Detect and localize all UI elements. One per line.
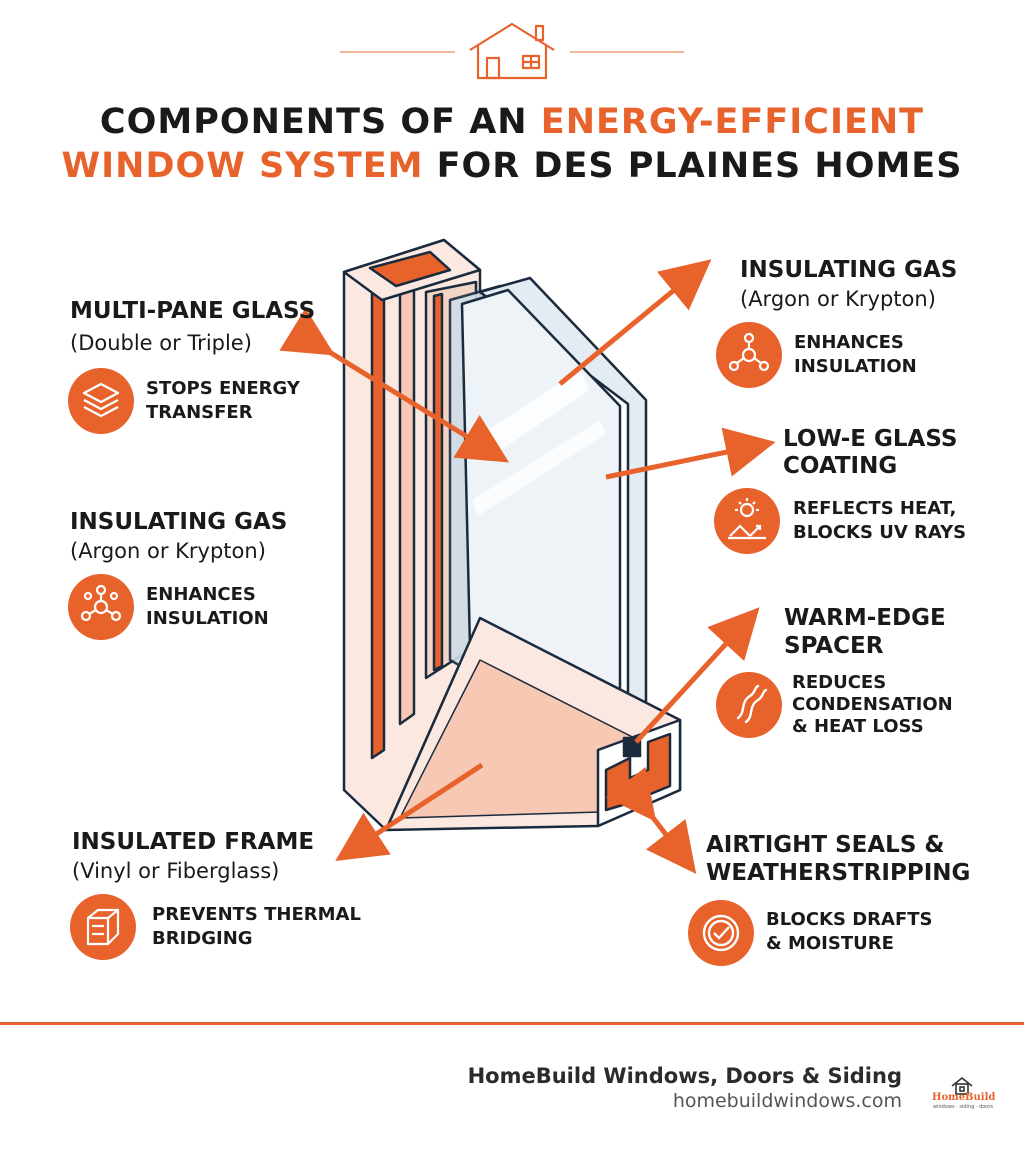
- frame-cube-icon: [70, 894, 136, 960]
- page-title-line-2: WINDOW SYSTEM FOR DES PLAINES HOMES: [61, 146, 963, 186]
- gas-left-sub: (Argon or Krypton): [70, 539, 266, 563]
- footer-url: homebuildwindows.com: [672, 1090, 902, 1112]
- gas-left-heading: INSULATING GAS: [70, 509, 288, 535]
- layers-icon: [68, 368, 134, 434]
- lowe-heading-1: LOW-E GLASS: [783, 426, 958, 452]
- frame-desc-2: BRIDGING: [152, 928, 253, 949]
- molecule-icon-right: [716, 322, 782, 388]
- gas-right-sub: (Argon or Krypton): [740, 287, 936, 311]
- frame-sub: (Vinyl or Fiberglass): [72, 859, 280, 883]
- arrow-gas-right: [558, 259, 712, 386]
- house-icon: [469, 22, 555, 80]
- spacer-heading-2: SPACER: [784, 633, 884, 659]
- spacer-seal-block: [622, 736, 642, 758]
- logo-tagline: windows · siding · doors: [933, 1104, 993, 1110]
- frame-heading: INSULATED FRAME: [72, 829, 315, 855]
- lowe-heading-2: COATING: [783, 453, 898, 479]
- company-logo: HomeBuild windows · siding · doors: [932, 1072, 996, 1112]
- sun-reflect-icon: [714, 488, 780, 554]
- arrow-seals: [605, 766, 697, 874]
- gas-right-desc-1: ENHANCES: [794, 332, 904, 353]
- gas-left-desc-2: INSULATION: [146, 608, 269, 629]
- arrow-multi-pane: [279, 307, 510, 463]
- gas-left-desc-1: ENHANCES: [146, 584, 256, 605]
- seals-heading-1: AIRTIGHT SEALS &: [706, 832, 945, 858]
- spacer-desc-1: REDUCES: [792, 672, 887, 693]
- seals-desc-2: & MOISTURE: [766, 933, 894, 954]
- seals-desc-1: BLOCKS DRAFTS: [766, 909, 933, 930]
- wave-icon: [716, 672, 782, 738]
- lowe-desc-1: REFLECTS HEAT,: [793, 498, 957, 519]
- glass-reflection-1: [488, 370, 590, 452]
- gas-right-heading: INSULATING GAS: [740, 257, 958, 283]
- frame-desc-1: PREVENTS THERMAL: [152, 904, 361, 925]
- spacer-desc-2: CONDENSATION: [792, 694, 953, 715]
- arrow-spacer: [634, 607, 760, 744]
- arrow-lowe: [605, 427, 776, 480]
- seals-heading-2: WEATHERSTRIPPING: [706, 860, 971, 886]
- header-house-emblem: [340, 22, 684, 80]
- page-title-line-1: COMPONENTS OF AN ENERGY-EFFICIENT: [99, 102, 925, 142]
- multi-pane-heading: MULTI-PANE GLASS: [70, 298, 316, 324]
- arrow-frame: [335, 762, 484, 861]
- multi-pane-desc-1: STOPS ENERGY: [146, 378, 300, 399]
- lowe-desc-2: BLOCKS UV RAYS: [793, 522, 967, 543]
- footer-company: HomeBuild Windows, Doors & Siding: [467, 1064, 902, 1088]
- frame-top-core: [368, 250, 452, 288]
- gas-right-desc-2: INSULATION: [794, 356, 917, 377]
- spacer-heading-1: WARM-EDGE: [784, 605, 946, 631]
- multi-pane-sub: (Double or Triple): [70, 331, 252, 355]
- glass-reflection-2: [472, 420, 606, 516]
- molecule-icon: [68, 574, 134, 640]
- footer-divider: [0, 1022, 1024, 1025]
- multi-pane-desc-2: TRANSFER: [146, 402, 253, 423]
- check-seal-icon: [688, 900, 754, 966]
- spacer-desc-3: & HEAT LOSS: [792, 716, 924, 737]
- logo-wordmark: HomeBuild: [932, 1092, 996, 1103]
- logo-house-icon: [951, 1076, 973, 1095]
